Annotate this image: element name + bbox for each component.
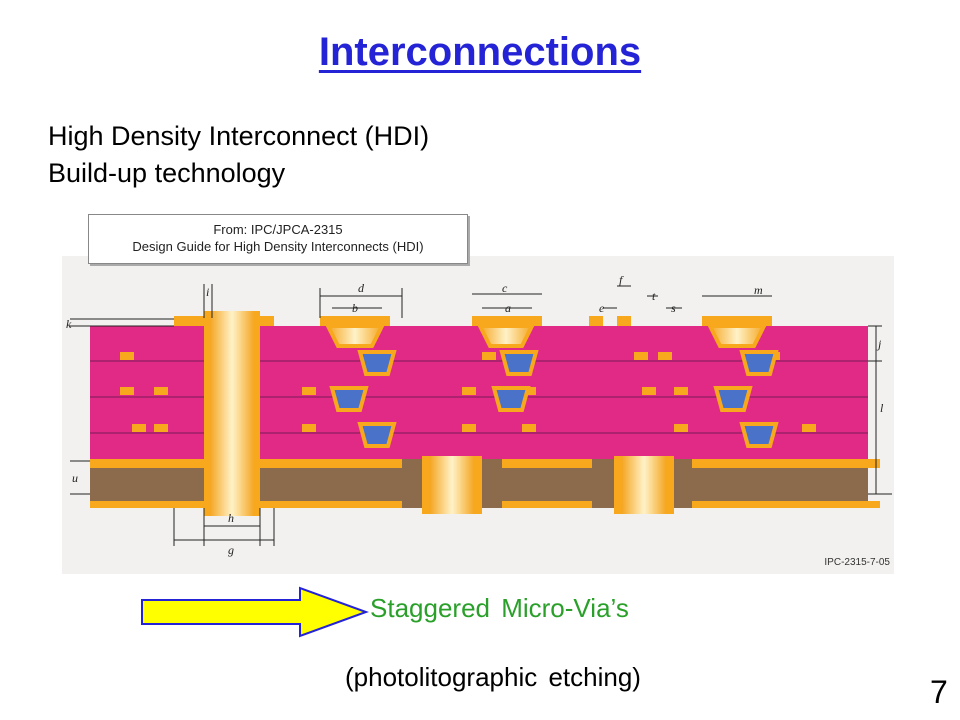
slide-title: Interconnections [318,30,642,74]
source-line-2: Design Guide for High Density Interconne… [132,239,424,254]
subtitle-line-1: High Density Interconnect (HDI) [48,121,430,151]
hdi-cross-section-svg: i k d b c a e f t s m j l u h g [62,256,894,574]
page-number: 7 [930,674,948,710]
dim-label-b: b [352,301,358,315]
yellow-arrow-icon [141,586,369,638]
dim-label-f: f [619,273,624,287]
dim-label-m: m [754,283,763,297]
dim-label-i: i [206,285,209,299]
dim-label-l: l [880,401,884,415]
source-line-1: From: IPC/JPCA-2315 [213,222,343,237]
dim-label-e: e [599,301,605,315]
hdi-cross-section-figure: i k d b c a e f t s m j l u h g IPC-2315… [62,256,894,574]
dim-label-d: d [358,281,365,295]
figure-code: IPC-2315-7-05 [824,557,890,568]
source-citation-box: From: IPC/JPCA-2315 Design Guide for Hig… [88,214,468,264]
micro-via-stack-1 [324,324,397,448]
micro-via-stack-2 [476,324,539,412]
subtitle-line-2: Build-up technology [48,158,286,188]
etching-note: (photolitographic etching) [345,662,641,692]
dim-label-j: j [876,337,882,351]
dim-label-s: s [671,301,676,315]
dim-label-h: h [228,511,234,525]
dim-label-c: c [502,281,508,295]
dim-label-g: g [228,543,234,557]
micro-via-stack-3 [706,324,779,448]
staggered-microvia-caption: Staggered Micro-Via’s [370,593,629,623]
dim-label-k: k [66,317,72,331]
dim-label-t: t [652,289,656,303]
dimension-lines [70,284,892,546]
dim-label-u: u [72,471,78,485]
dim-label-a: a [505,301,511,315]
